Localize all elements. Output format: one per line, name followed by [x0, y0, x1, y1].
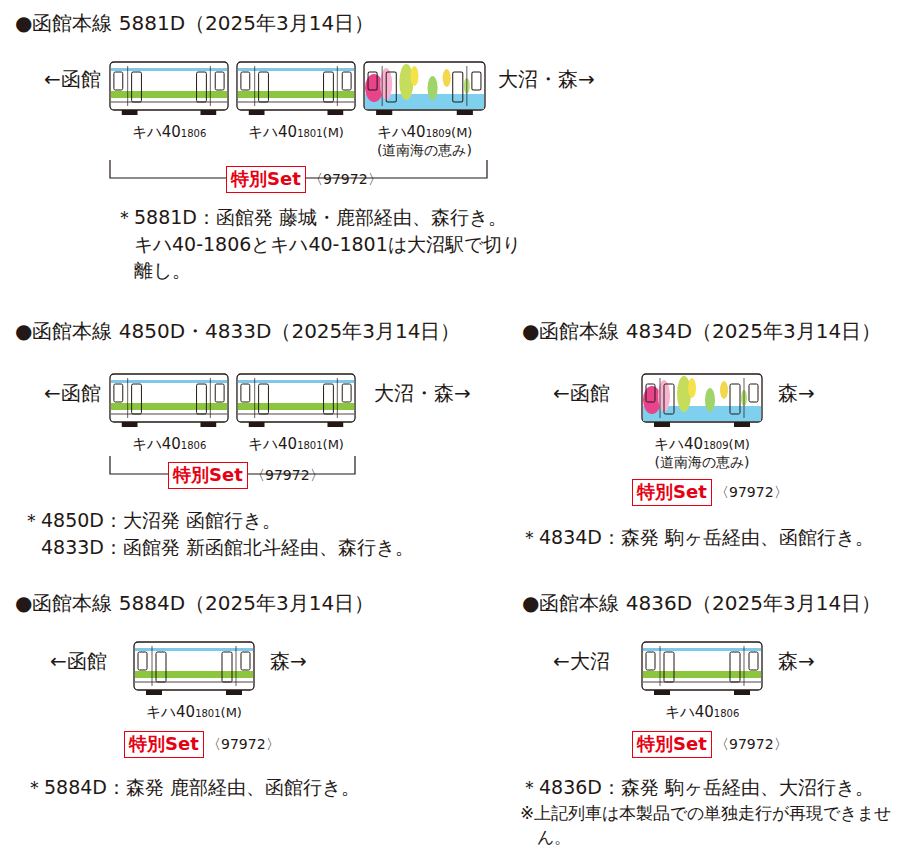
railcar-illustration — [235, 370, 357, 430]
direction: 森→ — [778, 648, 815, 674]
section-heading: ●函館本線 4850D・4833D（2025年3月14日） — [15, 318, 460, 344]
direction: ←函館 — [553, 380, 610, 406]
direction: 大沼・森→ — [374, 380, 471, 406]
direction: ←函館 — [44, 66, 101, 92]
car-note: (M) — [221, 705, 242, 720]
direction: 森→ — [270, 648, 307, 674]
railcar-illustration — [108, 58, 230, 118]
car-note: (M) — [451, 125, 472, 140]
car-note: (道南海の恵み) — [610, 454, 794, 472]
railcar: キハ401801(M) — [235, 370, 357, 430]
section-heading: ●函館本線 4836D（2025年3月14日） — [522, 590, 881, 616]
car-type: キハ40 — [248, 123, 297, 141]
railcar: キハ401809(M)(道南海の恵み) — [640, 370, 764, 430]
special-set-box: 特別Set — [168, 462, 248, 489]
set-label: 特別Set — [173, 464, 243, 485]
note: ＊5884D：森発 鹿部経由、函館行き。 — [25, 775, 360, 800]
railcar: キハ401809(M)(道南海の恵み) — [362, 58, 487, 118]
car-label: キハ401806 — [78, 434, 260, 454]
railcar: キハ401806 — [108, 370, 230, 430]
direction: 大沼・森→ — [498, 66, 595, 92]
railcar-illustration — [640, 370, 764, 430]
set-label: 特別Set — [637, 733, 707, 754]
railcar: キハ401806 — [108, 58, 230, 118]
railcar-illustration — [108, 370, 230, 430]
car-type: キハ40 — [132, 435, 181, 453]
car-type: キハ40 — [132, 123, 181, 141]
product-number: 〈97972〉 — [715, 735, 788, 753]
car-note: (M) — [729, 437, 750, 452]
car-number: 1801 — [195, 708, 220, 719]
railcar: キハ401801(M) — [235, 58, 357, 118]
section-heading: ●函館本線 4834D（2025年3月14日） — [522, 318, 881, 344]
car-number: 1801 — [297, 440, 322, 451]
railcar: キハ401806 — [640, 638, 764, 698]
set-label: 特別Set — [231, 168, 301, 189]
section-heading: ●函館本線 5881D（2025年3月14日） — [15, 10, 374, 36]
car-type: キハ40 — [665, 703, 714, 721]
direction: ←函館 — [50, 648, 107, 674]
note: ＊4836D：森発 駒ヶ岳経由、大沼行き。 — [520, 775, 874, 800]
note: ＊4850D：大沼発 函館行き。 — [22, 508, 281, 533]
car-note: (M) — [323, 437, 344, 452]
direction: ←大沼 — [553, 648, 610, 674]
product-number: 〈97972〉 — [309, 170, 382, 188]
car-label: キハ401809(M) (道南海の恵み) — [610, 434, 794, 472]
note: ＊5881D：函館発 藤城・鹿部経由、森行き。キハ40-1806とキハ40-18… — [115, 204, 524, 284]
product-number: 〈97972〉 — [715, 483, 788, 501]
car-type: キハ40 — [377, 123, 426, 141]
car-note: (M) — [323, 125, 344, 140]
railcar-illustration — [235, 58, 357, 118]
special-set-box: 特別Set — [632, 479, 712, 506]
note: ※上記列車は本製品での単独走行が再現できません。 — [520, 802, 900, 850]
car-label: キハ401801(M) — [205, 122, 387, 142]
railcar: キハ401801(M) — [132, 638, 256, 698]
railcar-illustration — [132, 638, 256, 698]
car-type: キハ40 — [248, 435, 297, 453]
note: 4833D：函館発 新函館北斗経由、森行き。 — [41, 535, 414, 560]
car-number: 1809 — [703, 440, 728, 451]
car-number: 1806 — [181, 128, 206, 139]
car-number: 1801 — [297, 128, 322, 139]
car-type: キハ40 — [654, 435, 703, 453]
special-set-box: 特別Set — [226, 166, 306, 193]
set-label: 特別Set — [637, 481, 707, 502]
car-label: キハ401806 — [610, 702, 794, 722]
railcar-illustration — [640, 638, 764, 698]
railcar-illustration — [362, 58, 487, 118]
car-number: 1806 — [181, 440, 206, 451]
section-heading: ●函館本線 5884D（2025年3月14日） — [15, 590, 374, 616]
car-number: 1806 — [714, 708, 739, 719]
set-label: 特別Set — [129, 733, 199, 754]
product-number: 〈97972〉 — [251, 466, 324, 484]
car-label: キハ401806 — [78, 122, 260, 142]
special-set-box: 特別Set — [124, 731, 204, 758]
car-type: キハ40 — [146, 703, 195, 721]
car-label: キハ401801(M) — [205, 434, 387, 454]
car-note: (道南海の恵み) — [332, 142, 517, 160]
car-label: キハ401801(M) — [102, 702, 286, 722]
special-set-box: 特別Set — [632, 731, 712, 758]
product-number: 〈97972〉 — [207, 735, 280, 753]
direction: ←函館 — [44, 380, 101, 406]
direction: 森→ — [778, 380, 815, 406]
car-label: キハ401809(M) (道南海の恵み) — [332, 122, 517, 160]
note: ＊4834D：森発 駒ヶ岳経由、函館行き。 — [520, 525, 874, 550]
car-number: 1809 — [426, 128, 451, 139]
